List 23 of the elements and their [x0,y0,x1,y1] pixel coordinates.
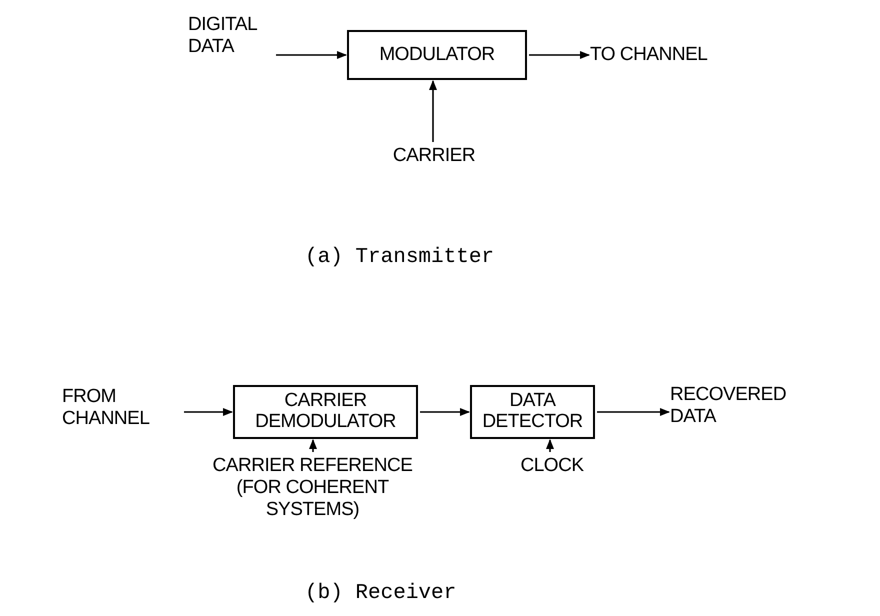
box-label: CARRIER DEMODULATOR [254,391,397,433]
arrow [184,408,233,416]
process-box [233,385,418,439]
box-label: DATA DETECTOR [481,391,584,433]
signal-label: CARRIER REFERENCE (FOR COHERENT SYSTEMS) [210,455,415,521]
arrow [429,80,437,142]
arrow [420,408,470,416]
signal-label: CARRIER [384,145,484,167]
subfigure-caption: (a) Transmitter [305,245,494,271]
arrow [597,408,670,416]
signal-label: CLOCK [516,455,588,477]
signal-label: FROM CHANNEL [62,386,182,430]
process-box [347,30,527,80]
arrow [529,51,590,59]
signal-label: DIGITAL DATA [188,14,274,58]
arrow [309,439,317,452]
arrow [276,51,347,59]
process-box [470,385,595,439]
box-label: MODULATOR [379,44,495,66]
signal-label: RECOVERED DATA [670,384,830,428]
arrow [546,439,554,452]
signal-label: TO CHANNEL [590,44,780,66]
subfigure-caption: (b) Receiver [305,581,456,607]
